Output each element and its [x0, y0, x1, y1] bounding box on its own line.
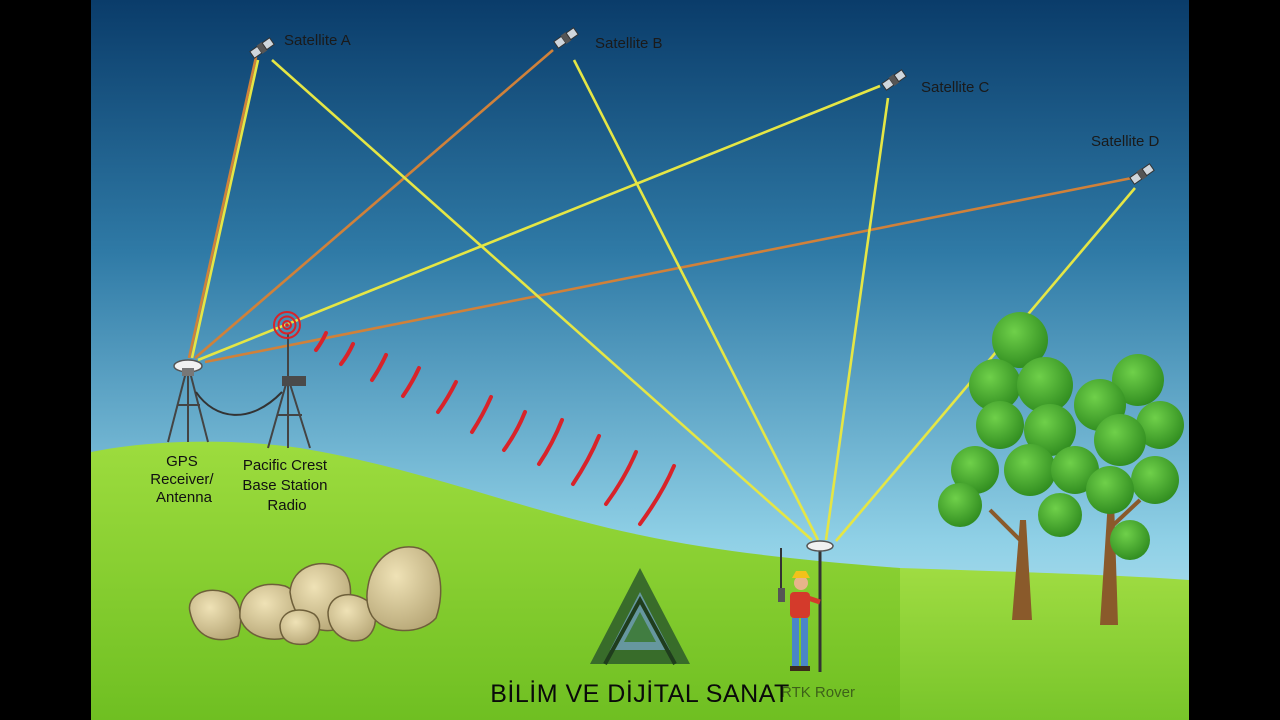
satellite-b-icon — [553, 27, 579, 49]
satellite-a-label: Satellite A — [284, 32, 351, 49]
gps-receiver-label: GPS Receiver/ Antenna — [150, 453, 218, 506]
signal-a-rover — [271, 59, 813, 541]
trees — [938, 312, 1184, 625]
satellite-d-icon — [1129, 163, 1155, 185]
rover-antenna-icon — [806, 540, 834, 552]
satellite-c-label: Satellite C — [921, 79, 990, 96]
gps-receiver-body — [182, 368, 194, 376]
signal-c-rover — [824, 97, 890, 541]
rocks — [188, 546, 442, 646]
watermark-logo-icon — [590, 568, 690, 665]
base-station-radio-body — [282, 376, 306, 386]
rtk-rover-surveyor — [778, 540, 834, 672]
main-hill — [91, 441, 900, 720]
signal-b-rover — [572, 59, 820, 541]
signal-lines — [187, 49, 1136, 542]
signal-a-gps — [187, 56, 258, 359]
signal-d-gps — [204, 176, 1133, 364]
satellite-c-icon — [881, 69, 907, 91]
cable — [195, 391, 283, 416]
watermark-text: BİLİM VE DİJİTAL SANAT — [490, 680, 790, 708]
signal-b-gps — [194, 49, 554, 359]
satellite-d-label: Satellite D — [1091, 133, 1160, 150]
radio-waves — [314, 331, 676, 526]
gps-receiver-tripod — [167, 371, 209, 443]
satellite-b-label: Satellite B — [595, 35, 663, 52]
signal-a-gps-yellow — [190, 59, 260, 359]
satellite-a-icon — [249, 37, 275, 59]
base-station-tripod — [267, 333, 311, 449]
radio-antenna-icon — [273, 311, 301, 339]
base-station-label: Pacific Crest Base Station Radio — [242, 457, 331, 514]
signal-c-gps — [197, 84, 881, 362]
rtk-rover-label: RTK Rover — [781, 684, 855, 701]
